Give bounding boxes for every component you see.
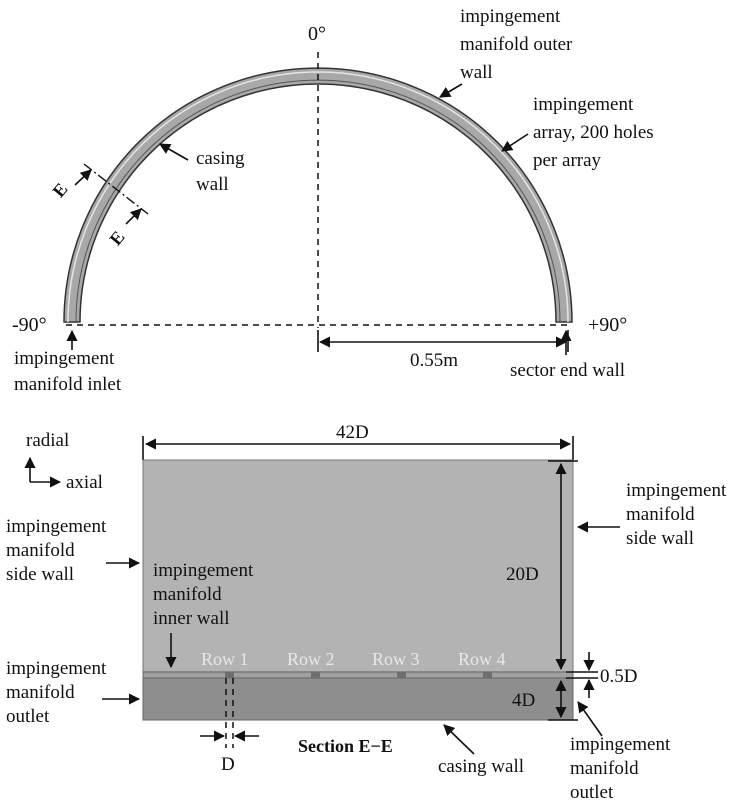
top-view: 0° -90° +90° 0.55m E E impingement manif… — [12, 6, 654, 395]
svg-text:wall: wall — [196, 174, 229, 195]
array-label: impingement array, 200 holes per array — [533, 94, 654, 171]
svg-text:impingement: impingement — [460, 6, 561, 27]
svg-text:array, 200 holes: array, 200 holes — [533, 122, 654, 143]
svg-text:impingement: impingement — [6, 658, 107, 679]
inner-wall-plate — [142, 671, 574, 679]
height-dim-label: 20D — [506, 564, 539, 585]
svg-text:manifold: manifold — [626, 504, 695, 525]
width-dim-label: 42D — [336, 422, 369, 443]
outlet-right-arrow — [577, 701, 603, 737]
svg-text:side wall: side wall — [6, 564, 74, 585]
axis-radial-label: radial — [26, 430, 69, 451]
section-title: Section E−E — [298, 736, 393, 756]
row-3-label: Row 3 — [372, 649, 420, 669]
svg-text:impingement: impingement — [14, 348, 115, 369]
casing-wall-arrow — [159, 143, 189, 161]
svg-text:manifold outer: manifold outer — [460, 34, 573, 55]
manifold-region — [142, 459, 574, 673]
casing-wall-arc — [67, 71, 569, 323]
inner-wall-arc — [75, 79, 561, 323]
side-wall-left-label: impingement manifold side wall — [6, 516, 107, 585]
annulus-outer-band — [63, 67, 573, 323]
casing-wall-bottom-arrow — [443, 724, 475, 755]
section-mark-lower: E — [105, 227, 128, 249]
hole-row-3 — [397, 672, 406, 678]
angle-minus90-label: -90° — [12, 314, 47, 336]
inner-wall-label: impingement manifold inner wall — [153, 560, 254, 629]
svg-text:casing: casing — [196, 148, 245, 169]
axis-axial-label: axial — [66, 472, 103, 493]
section-cut-line — [83, 163, 149, 215]
svg-text:impingement: impingement — [626, 480, 727, 501]
section-arrow-upper — [74, 169, 92, 186]
casing-region — [142, 677, 574, 721]
hole-row-2 — [311, 672, 320, 678]
outlet-left-label: impingement manifold outlet — [6, 658, 107, 727]
svg-text:manifold: manifold — [6, 540, 75, 561]
inlet-label: impingement manifold inlet — [14, 348, 122, 395]
outlet-right-label: impingement manifold outlet — [570, 734, 671, 803]
casing-wall-label: casing wall — [196, 148, 245, 195]
angle-plus90-label: +90° — [588, 314, 627, 336]
row-1-label: Row 1 — [201, 649, 249, 669]
svg-text:manifold inlet: manifold inlet — [14, 374, 122, 395]
svg-text:impingement: impingement — [533, 94, 634, 115]
svg-text:side wall: side wall — [626, 528, 694, 549]
svg-text:manifold: manifold — [153, 584, 222, 605]
svg-text:manifold: manifold — [6, 682, 75, 703]
outer-wall-arrow — [439, 83, 463, 98]
svg-text:wall: wall — [460, 62, 493, 83]
svg-text:manifold: manifold — [570, 758, 639, 779]
array-arrow — [501, 133, 529, 152]
gap-dim-label: 0.5D — [600, 666, 637, 687]
hole-dim-label: D — [221, 754, 235, 775]
svg-text:impingement: impingement — [570, 734, 671, 755]
svg-text:inner wall: inner wall — [153, 608, 230, 629]
angle-zero-label: 0° — [308, 23, 326, 45]
svg-text:per array: per array — [533, 150, 602, 171]
section-arrow-lower — [125, 208, 142, 225]
sector-end-label: sector end wall — [510, 360, 625, 381]
svg-text:outlet: outlet — [6, 706, 50, 727]
svg-text:outlet: outlet — [570, 782, 614, 803]
row-4-label: Row 4 — [458, 649, 506, 669]
svg-text:impingement: impingement — [153, 560, 254, 581]
casing-dim-label: 4D — [512, 690, 535, 711]
section-mark-upper: E — [48, 179, 71, 201]
hole-row-4 — [483, 672, 492, 678]
radius-dim-label: 0.55m — [410, 350, 458, 371]
hole-row-1 — [225, 672, 234, 678]
section-view: radial axial 42D Row 1 Row 2 Row 3 Row 4… — [6, 422, 727, 803]
casing-wall-bottom-label: casing wall — [438, 756, 524, 777]
side-wall-right-label: impingement manifold side wall — [626, 480, 727, 549]
row-2-label: Row 2 — [287, 649, 335, 669]
outer-wall-label: impingement manifold outer wall — [460, 6, 573, 83]
svg-text:impingement: impingement — [6, 516, 107, 537]
